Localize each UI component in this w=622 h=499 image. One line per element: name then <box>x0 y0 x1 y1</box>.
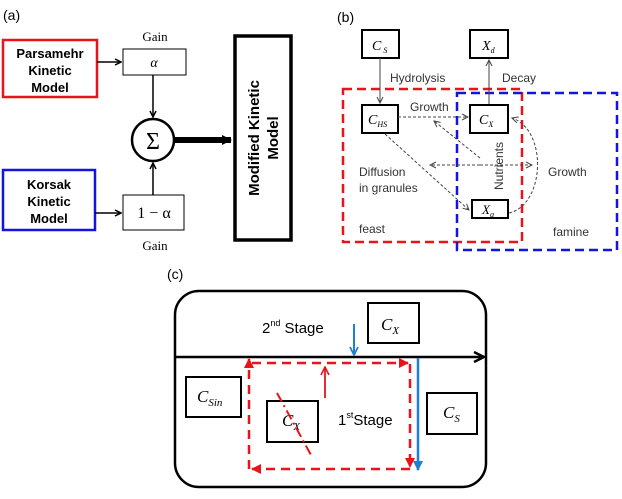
famine-label: famine <box>553 225 589 239</box>
reactor-boundary <box>173 289 488 489</box>
growth-top-label: Growth <box>410 100 449 114</box>
xg-label: Xg <box>481 202 494 219</box>
modified-kinetic-model-box <box>233 34 293 242</box>
red-cycle <box>244 358 415 474</box>
cx-inner-box <box>266 400 319 443</box>
xd-label: Xd <box>481 39 496 55</box>
sum-junction <box>130 117 176 163</box>
cs-box <box>361 29 400 59</box>
alpha-label: α <box>150 56 158 71</box>
feast-label: feast <box>359 222 386 236</box>
sum-symbol: Σ <box>146 129 160 155</box>
first-stage-label: 1stStage <box>338 410 393 429</box>
xg-box <box>471 199 509 219</box>
cx-top-box <box>367 302 420 344</box>
one-minus-alpha-label: 1 − α <box>137 205 171 222</box>
chs-label: CHS <box>368 113 387 129</box>
famine-region <box>455 91 619 252</box>
gain-top-label: Gain <box>142 29 168 44</box>
panel-b-label: (b) <box>337 9 354 25</box>
xd-box <box>469 29 509 59</box>
panel-a-label: (a) <box>3 7 20 23</box>
panel-c: (c) 2nd Stage CX CSin CS CX 1stStage <box>167 266 488 489</box>
alpha-gain-box <box>122 48 187 76</box>
cs-box-c <box>426 392 478 435</box>
nutrients-label: Nutrients <box>492 142 506 190</box>
gain-bottom-label: Gain <box>142 238 168 253</box>
red-dashdot-line <box>276 392 312 456</box>
cx-top-label: CX <box>381 315 400 337</box>
csin-label: CSin <box>197 387 223 409</box>
korsak-model-box <box>1 168 97 232</box>
dashed-flows <box>384 117 539 214</box>
diffusion-arrow-chs-to-xg <box>384 133 469 210</box>
cx-inner-label: CX <box>282 411 301 433</box>
growth-arrow-xg-to-cx <box>508 118 539 214</box>
decay-label: Decay <box>502 71 536 85</box>
panel-c-label: (c) <box>167 266 183 282</box>
cx-label: CX <box>479 113 494 129</box>
second-stage-label: 2nd Stage <box>262 318 324 337</box>
growth-right-label: Growth <box>548 165 587 179</box>
cs-label-c: CS <box>443 403 460 425</box>
hydrolysis-label: Hydrolysis <box>390 71 445 85</box>
parsamehr-model-box <box>1 38 99 99</box>
cx-box <box>469 104 509 134</box>
csin-box <box>185 376 242 418</box>
chs-box <box>361 104 399 134</box>
